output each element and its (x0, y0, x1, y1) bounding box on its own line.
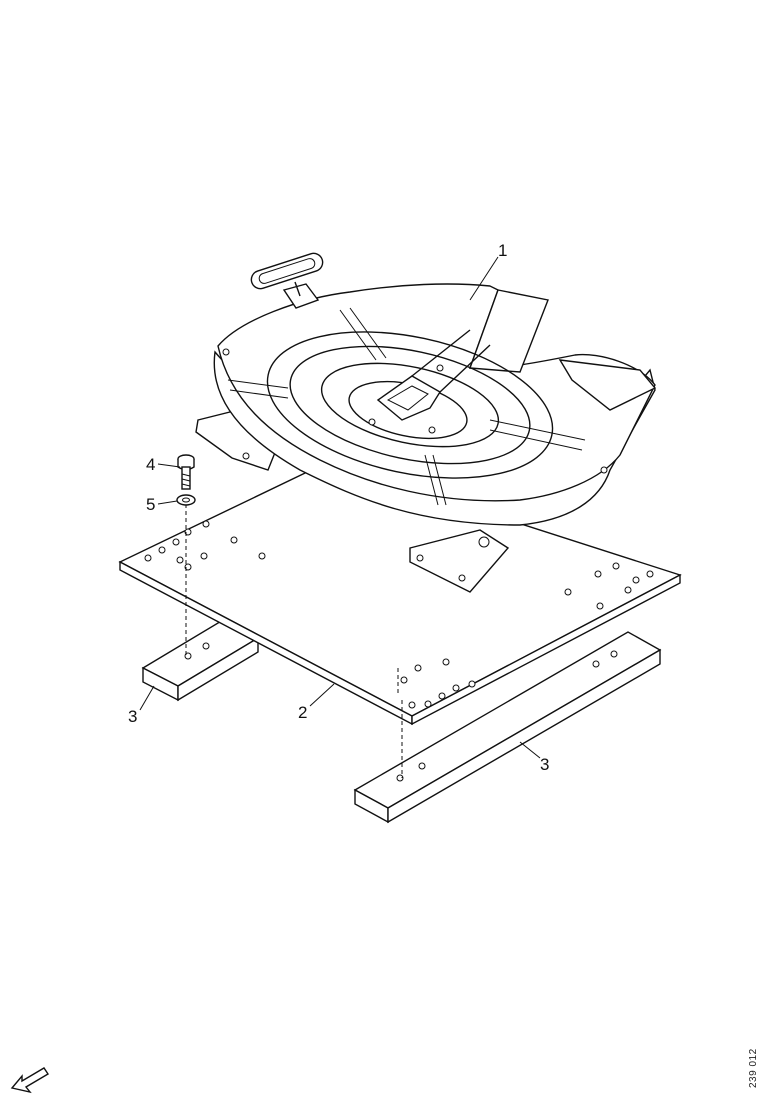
leader-lines (139, 256, 541, 759)
plate-holes (144, 520, 654, 709)
callout-4: 4 (146, 455, 155, 474)
callout-5: 5 (146, 495, 155, 514)
forward-direction-arrow-icon (10, 1067, 49, 1094)
mounting-rail-left (141, 619, 260, 702)
callout-3-right: 3 (540, 755, 549, 774)
fifth-wheel-coupling (195, 252, 657, 593)
callout-2: 2 (298, 703, 307, 722)
bolt (177, 454, 195, 490)
bolt-and-washer (176, 454, 403, 778)
callout-1: 1 (498, 241, 507, 260)
callout-3-left: 3 (128, 707, 137, 726)
release-handle (250, 252, 324, 309)
mounting-plate (118, 461, 682, 726)
mounting-rail-right (353, 631, 662, 824)
document-number: 239 012 (748, 1048, 759, 1088)
washer (176, 494, 196, 506)
